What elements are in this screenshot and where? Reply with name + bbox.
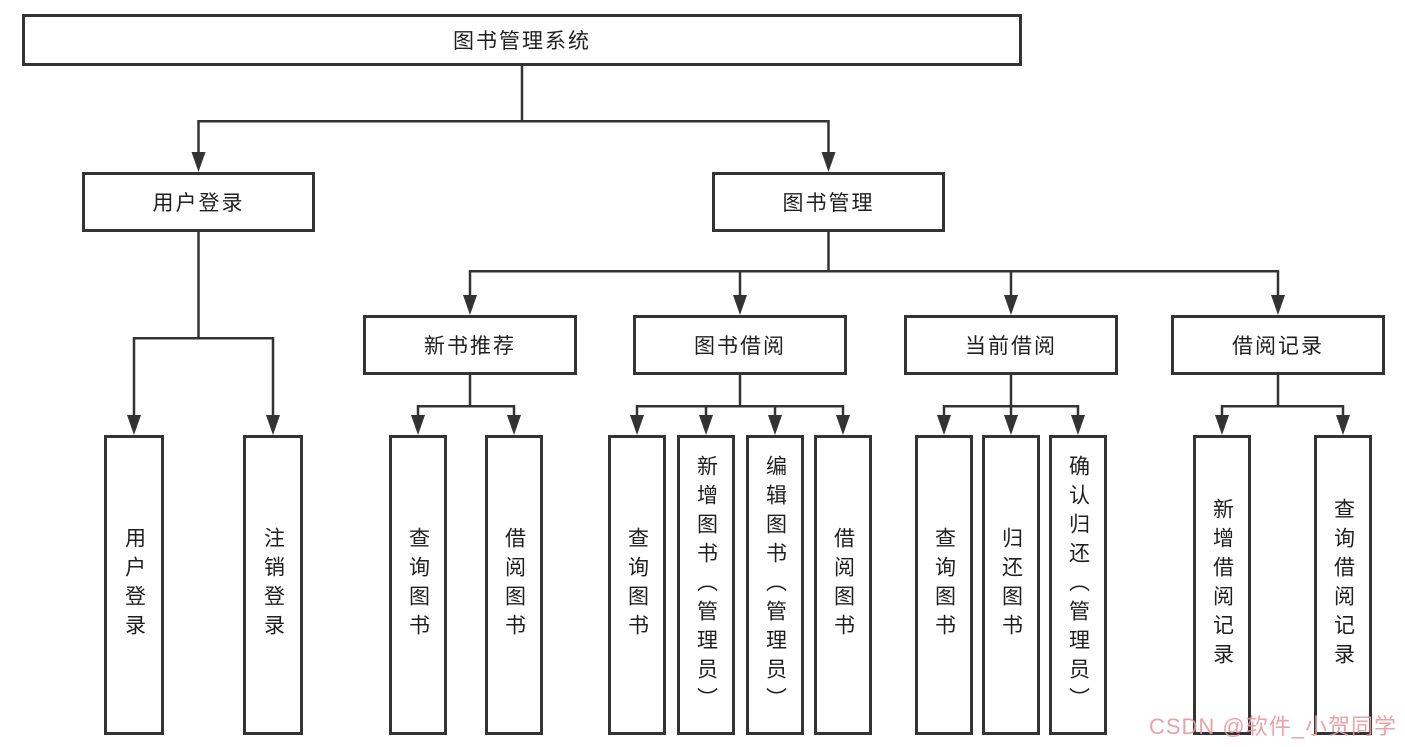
- leaf-add-book-admin-label: 新增图书（管理员）: [694, 454, 718, 716]
- leaf-query-book-borrow: 查询图书: [608, 435, 666, 735]
- csdn-watermark: CSDN @软件_小贺同学: [1148, 714, 1397, 739]
- leaf-query-book-current-label: 查询图书: [932, 527, 956, 643]
- node-new-book-recommend: 新书推荐: [363, 315, 577, 375]
- arrowheads: [127, 152, 1350, 435]
- node-book-borrow: 图书借阅: [633, 315, 847, 375]
- leaf-return-book-label: 归还图书: [999, 527, 1023, 643]
- leaf-query-borrow-record: 查询借阅记录: [1314, 435, 1372, 735]
- leaf-borrow-book: 借阅图书: [814, 435, 872, 735]
- node-root-label: 图书管理系统: [453, 30, 591, 53]
- leaf-query-book-current: 查询图书: [915, 435, 973, 735]
- leaf-logout: 注销登录: [243, 435, 303, 735]
- node-new-book-recommend-label: 新书推荐: [424, 335, 516, 358]
- node-borrow-records: 借阅记录: [1171, 315, 1385, 375]
- node-book-management-label: 图书管理: [782, 192, 875, 215]
- leaf-user-login: 用户登录: [104, 435, 164, 735]
- leaf-logout-label: 注销登录: [261, 527, 285, 643]
- leaf-edit-book-admin-label: 编辑图书（管理员）: [763, 454, 787, 716]
- leaf-query-book-recommend-label: 查询图书: [406, 527, 430, 643]
- leaf-borrow-book-recommend-label: 借阅图书: [502, 527, 526, 643]
- leaf-query-book-recommend: 查询图书: [389, 435, 447, 735]
- leaf-query-book-borrow-label: 查询图书: [625, 527, 649, 643]
- leaf-confirm-return-admin-label: 确认归还（管理员）: [1066, 454, 1090, 716]
- leaf-add-borrow-record: 新增借阅记录: [1193, 435, 1251, 735]
- leaf-confirm-return-admin: 确认归还（管理员）: [1049, 435, 1107, 735]
- leaf-add-book-admin: 新增图书（管理员）: [677, 435, 735, 735]
- leaf-borrow-book-recommend: 借阅图书: [485, 435, 543, 735]
- leaf-edit-book-admin: 编辑图书（管理员）: [746, 435, 804, 735]
- node-borrow-records-label: 借阅记录: [1232, 335, 1324, 358]
- leaf-query-borrow-record-label: 查询借阅记录: [1331, 498, 1355, 672]
- leaf-add-borrow-record-label: 新增借阅记录: [1210, 498, 1234, 672]
- node-current-borrow-label: 当前借阅: [965, 335, 1057, 358]
- node-user-login: 用户登录: [82, 172, 315, 232]
- leaf-user-login-label: 用户登录: [122, 527, 146, 643]
- node-book-management: 图书管理: [712, 172, 945, 232]
- node-root: 图书管理系统: [22, 14, 1022, 66]
- node-current-borrow: 当前借阅: [904, 315, 1118, 375]
- leaf-borrow-book-label: 借阅图书: [831, 527, 855, 643]
- node-user-login-label: 用户登录: [152, 192, 245, 215]
- leaf-return-book: 归还图书: [982, 435, 1040, 735]
- node-book-borrow-label: 图书借阅: [694, 335, 786, 358]
